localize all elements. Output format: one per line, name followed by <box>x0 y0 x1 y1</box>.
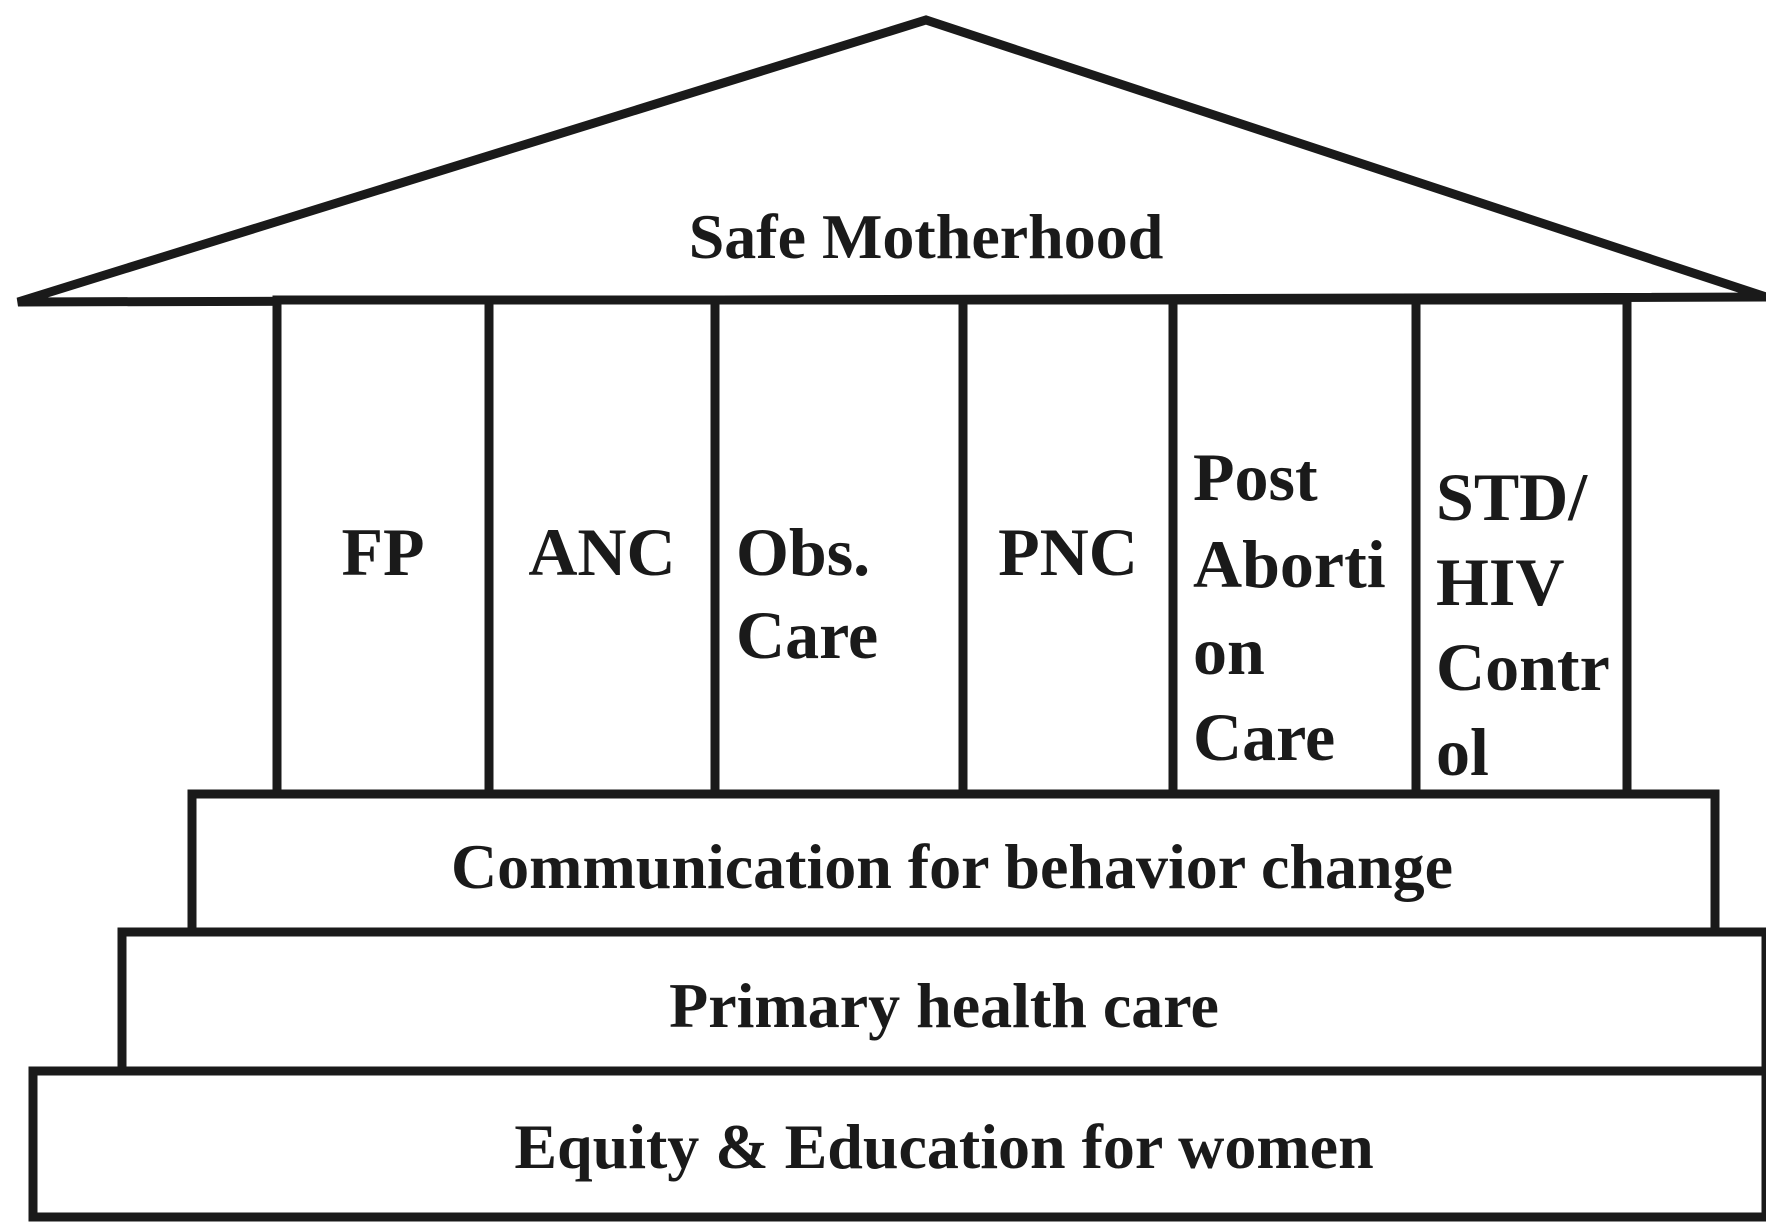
pillar-std-hiv-label-line-1: STD/ <box>1436 459 1588 535</box>
pillar-std-hiv-label-line-3: Contr <box>1436 629 1610 705</box>
pillars: FP ANC Obs. Care PNC Post Aborti on Care… <box>272 295 1632 799</box>
step-communication <box>187 789 1720 937</box>
pillar-fp-label: FP <box>341 514 424 590</box>
step-primary-health-care <box>117 927 1766 1076</box>
step-equity-education-label: Equity & Education for women <box>514 1111 1373 1182</box>
pillar-std-hiv-control <box>1411 295 1632 799</box>
pillar-post-abortion-label-line-4: Care <box>1193 699 1335 775</box>
pillar-pnc-label: PNC <box>998 514 1138 590</box>
pillar-std-hiv-label-line-4: ol <box>1436 714 1489 790</box>
pillar-pnc <box>958 295 1178 799</box>
step-equity-education <box>28 1066 1766 1222</box>
pillar-post-abortion-label-line-3: on <box>1193 613 1265 689</box>
pillar-post-abortion-label-line-2: Aborti <box>1193 526 1386 602</box>
pillar-obs-care-label-line-2: Care <box>736 597 878 673</box>
pillar-obs-care-label-line-1: Obs. <box>736 514 870 590</box>
roof: Safe Motherhood <box>16 15 1766 307</box>
step-communication-label: Communication for behavior change <box>451 831 1453 902</box>
pillar-anc-label: ANC <box>528 514 675 590</box>
pillar-std-hiv-label-line-2: HIV <box>1436 544 1564 620</box>
foundation-steps: Communication for behavior change Primar… <box>28 789 1766 1222</box>
pillar-post-abortion-label-line-1: Post <box>1193 439 1318 515</box>
pillar-obs-care <box>710 295 968 799</box>
step-primary-health-care-label: Primary health care <box>669 970 1219 1041</box>
roof-label: Safe Motherhood <box>689 201 1164 272</box>
